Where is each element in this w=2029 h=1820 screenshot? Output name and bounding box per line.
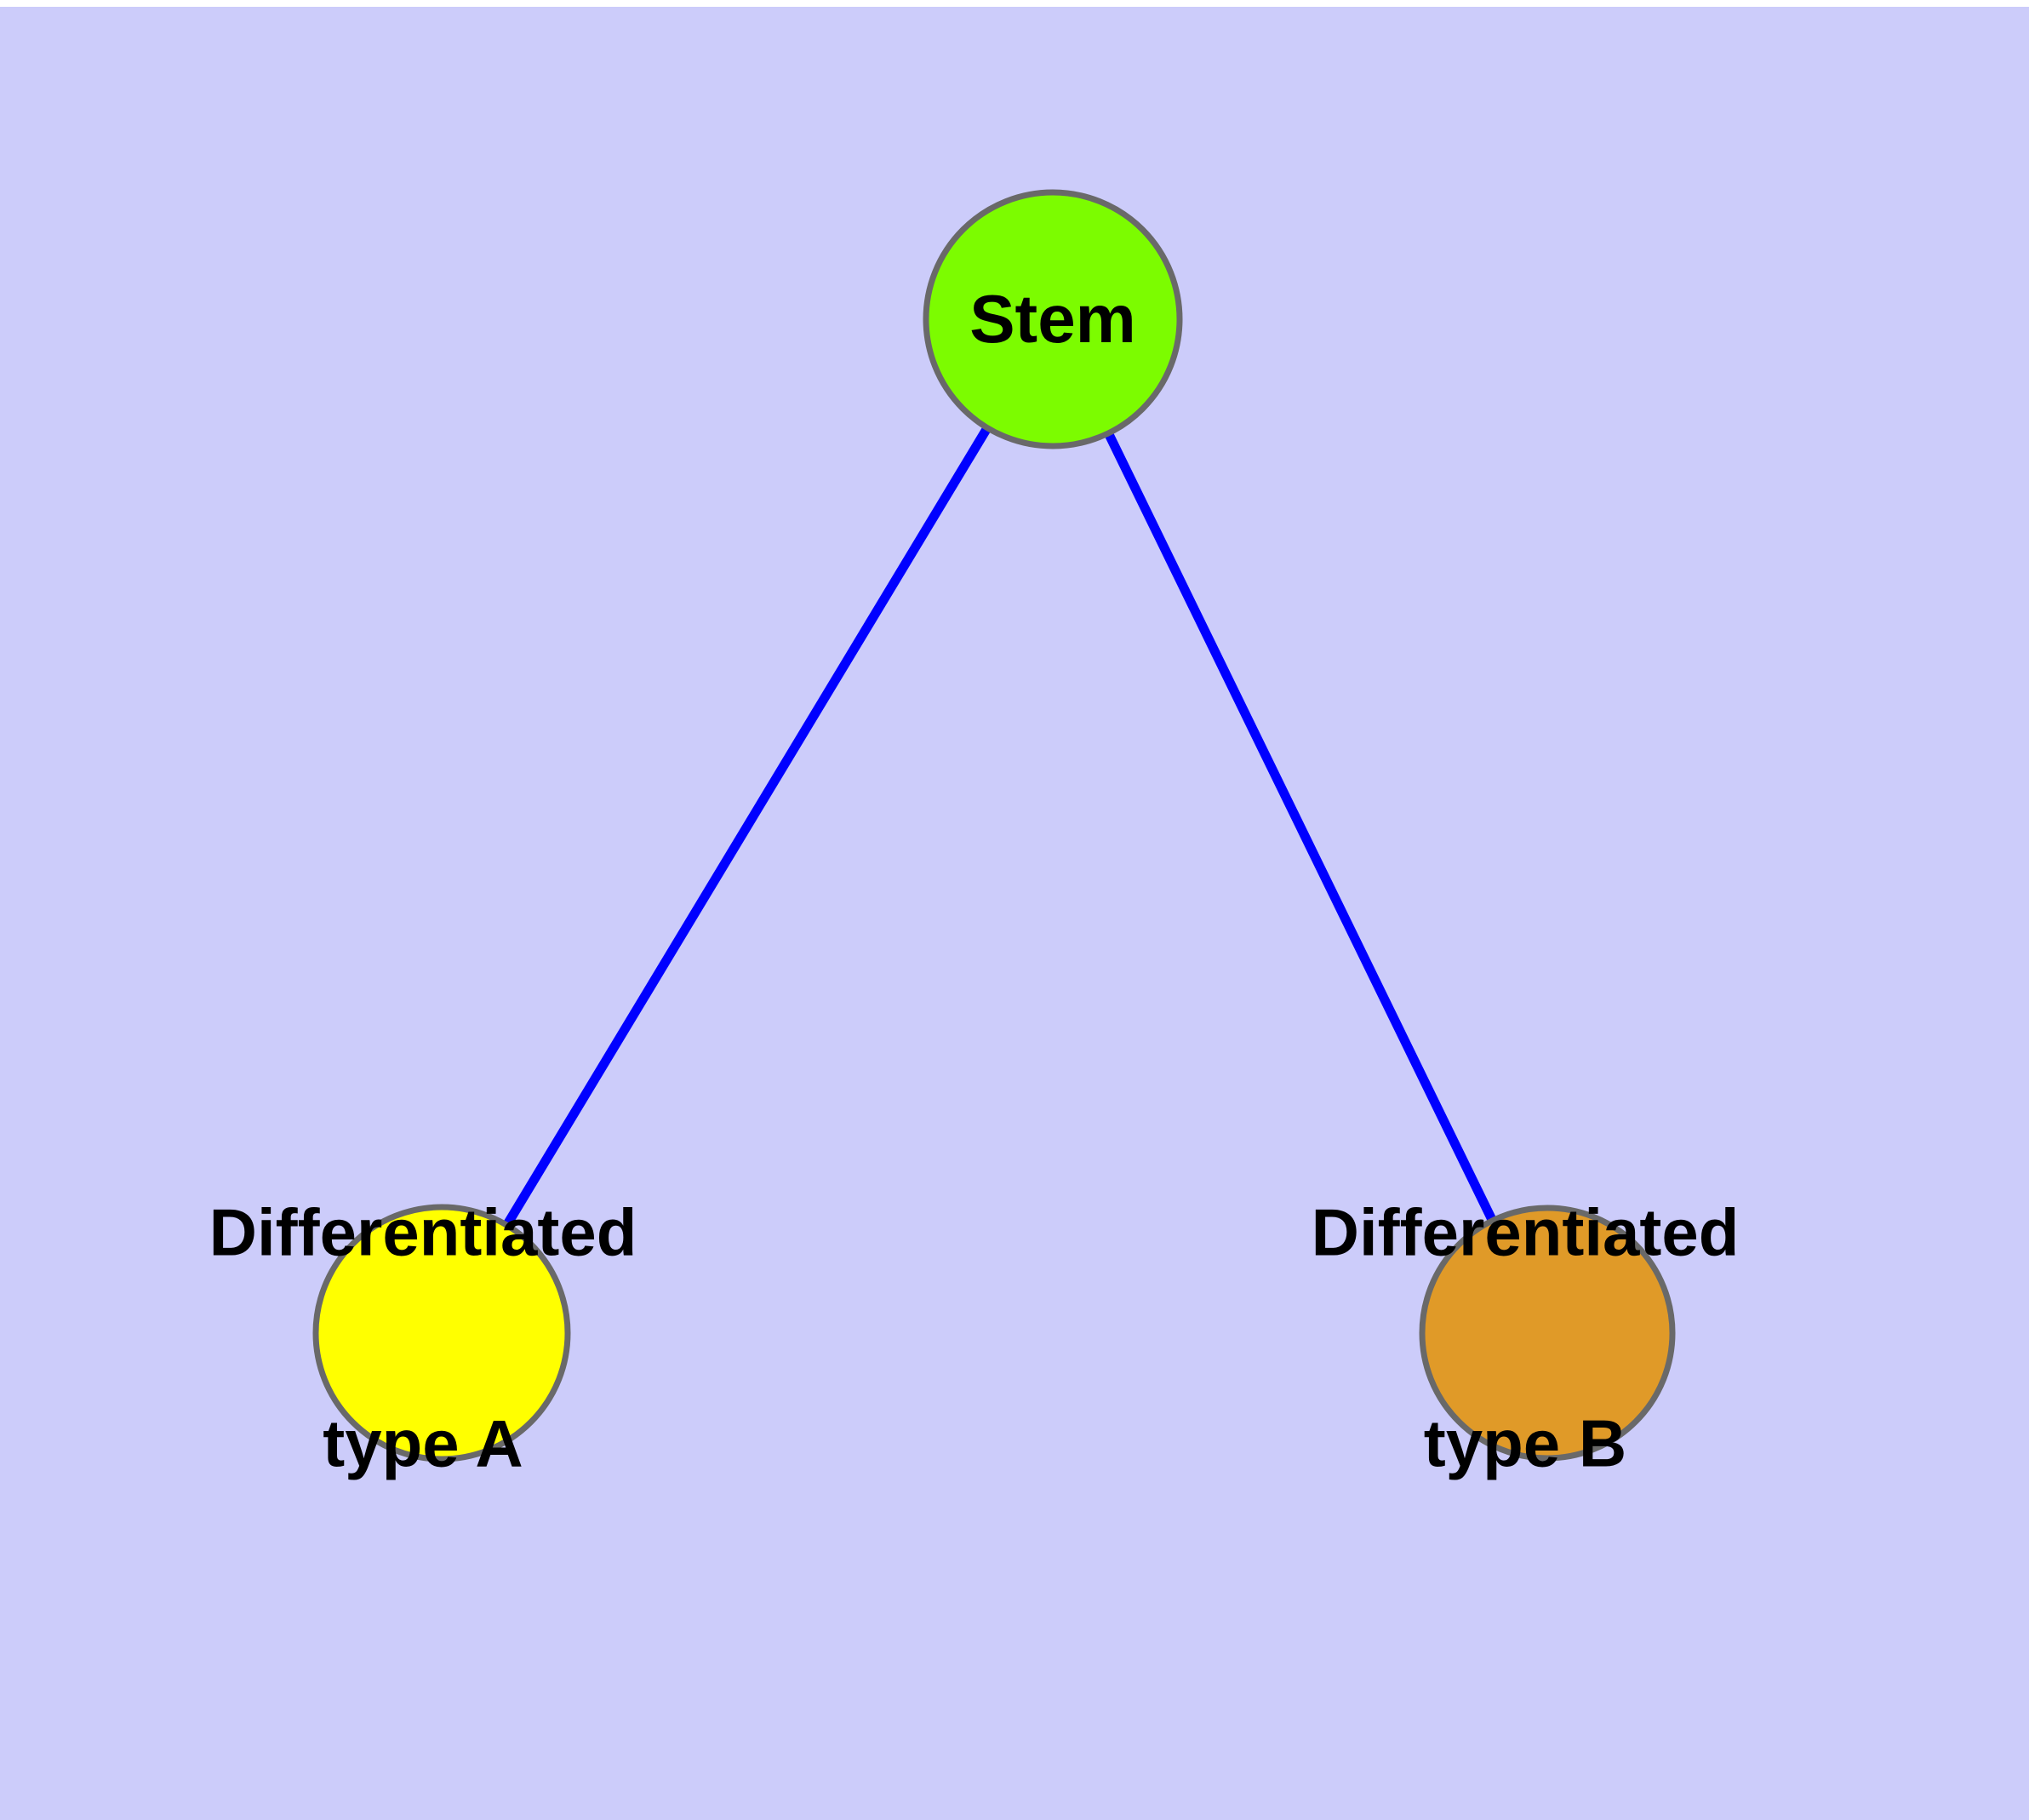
node-stem[interactable] — [923, 189, 1183, 449]
node-group — [312, 189, 1676, 1462]
node-differentiated-type-b[interactable] — [1419, 1205, 1676, 1462]
node-differentiated-type-a[interactable] — [312, 1204, 571, 1462]
edge-stem-to-type-b[interactable] — [1101, 426, 1500, 1228]
edge-group — [500, 420, 1500, 1233]
edge-stem-to-type-a[interactable] — [500, 420, 995, 1233]
